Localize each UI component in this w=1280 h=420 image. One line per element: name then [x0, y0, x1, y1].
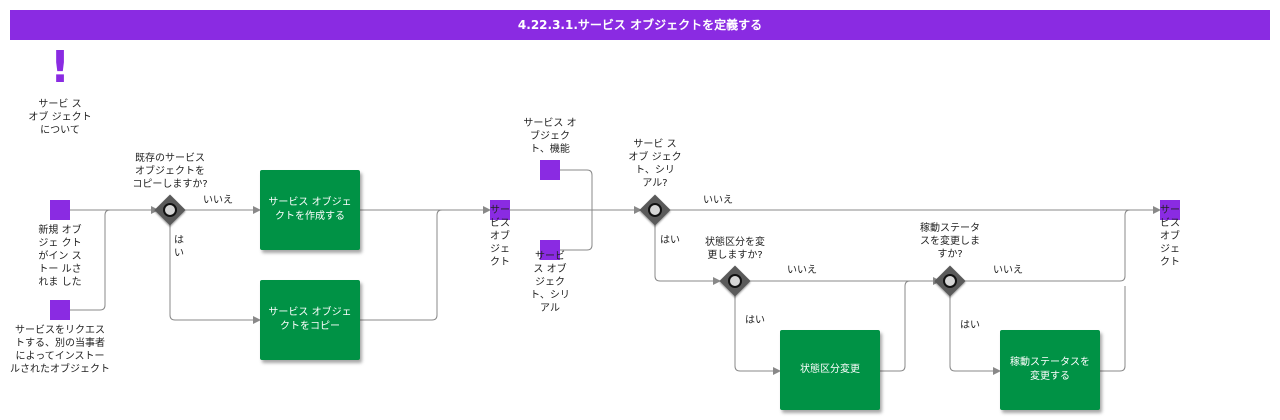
flow-gw4-no	[963, 209, 1131, 282]
flow-label-no: いいえ	[203, 195, 233, 206]
gateway-status-category-label: 状態区分を変 更しますか?	[705, 237, 765, 261]
flow-label-yes: はい	[660, 235, 680, 246]
flow-label-no: いいえ	[993, 265, 1023, 276]
data-object-new-label: 新規 オブ ジェ クト がイン ス トー ルさ れま した	[38, 225, 82, 288]
flow-label-no: いいえ	[703, 195, 733, 206]
data-object-merge-label: サー ビス オブ ジェ クト	[490, 205, 510, 268]
data-object-output-label: サー ビス オブ ジェ クト	[1160, 205, 1180, 268]
page-title: 4.22.3.1.サービス オブジェクトを定義する	[10, 10, 1270, 40]
gateway-status-category-ring	[728, 274, 742, 288]
gateway-serial-label: サービ ス オブ ジェク ト、シリ アル?	[628, 139, 682, 189]
data-object-serial-label: サービ ス オブ ジェク ト、シリ アル	[530, 251, 570, 314]
flow-label-yes: はい	[745, 315, 765, 326]
task-change-operation-status[interactable]: 稼動ステータスを 変更する	[1000, 330, 1100, 410]
exclamation-icon: !	[50, 42, 71, 93]
flow-gw3-yes	[734, 294, 781, 375]
assoc-function	[560, 169, 593, 251]
task-create-service-object[interactable]: サービス オブジェ クトを作成する	[260, 170, 360, 250]
data-object-function-label: サービス オ ブジェク ト、機能	[523, 118, 577, 155]
flow-label-yes: は い	[174, 235, 184, 259]
flow-category-back	[880, 280, 911, 372]
gateway-existing-label: 既存のサービス オブジェクトを コピーしますか?	[132, 153, 208, 190]
data-object-requested[interactable]	[50, 300, 70, 320]
task-copy-service-object[interactable]: サービス オブジェ クトをコピー	[260, 280, 360, 360]
data-object-new[interactable]	[50, 200, 70, 220]
flow-copy-to-merge	[360, 209, 443, 321]
flow-requested-to-gw1	[70, 209, 111, 311]
data-object-serial[interactable]	[540, 240, 560, 260]
flow-gw4-yes	[949, 294, 1001, 375]
flow-label-yes: はい	[960, 320, 980, 331]
gateway-serial-ring	[648, 203, 662, 217]
task-change-status-category[interactable]: 状態区分変更	[780, 330, 880, 410]
flow-label-no: いいえ	[787, 265, 817, 276]
flow-gw1-yes	[169, 222, 261, 324]
flow-status-back	[1100, 286, 1126, 372]
data-object-merge[interactable]	[490, 200, 510, 220]
note-label: サービ ス オブ ジェクト について	[28, 99, 92, 136]
data-object-function[interactable]	[540, 160, 560, 180]
data-object-output[interactable]	[1160, 200, 1180, 220]
gateway-existing-ring	[163, 203, 177, 217]
flow-gw2-yes	[654, 223, 721, 285]
gateway-operation-status-label: 稼動ステータ スを変更しま すか?	[920, 223, 980, 260]
gateway-operation-status-ring	[943, 274, 957, 288]
data-object-requested-label: サービスをリクエス トする、別の当事者 によってインストー ルされたオブジェクト	[10, 325, 110, 375]
